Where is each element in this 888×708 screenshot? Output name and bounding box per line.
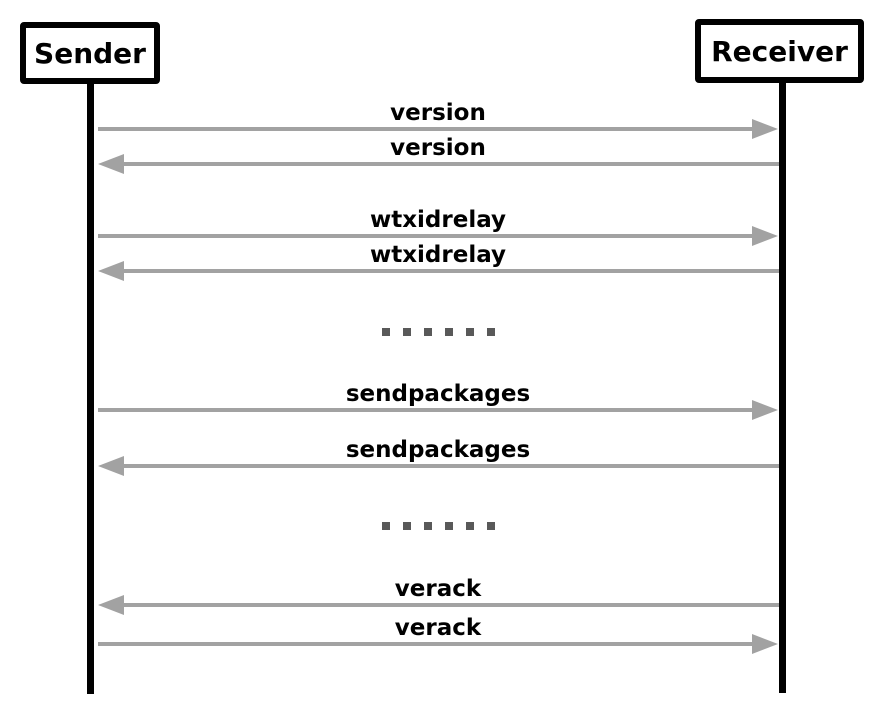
message-arrow-line: [98, 642, 754, 646]
message-label-verack-right: verack: [394, 615, 482, 641]
arrow-right-icon: [752, 400, 778, 420]
actor-sender-label: Sender: [34, 36, 146, 70]
ellipsis-dots: [98, 328, 778, 336]
message-label-sendpackages-left: sendpackages: [345, 437, 531, 463]
dot: [423, 328, 432, 336]
arrow-right-icon: [752, 226, 778, 246]
dot: [465, 522, 474, 530]
message-label-version-right: version: [390, 100, 486, 126]
arrow-left-icon: [98, 261, 124, 281]
receiver-lifeline: [779, 81, 786, 693]
dot: [381, 328, 390, 336]
arrow-right-icon: [752, 119, 778, 139]
dot: [423, 522, 432, 530]
actor-box-sender: Sender: [20, 22, 160, 84]
arrow-left-icon: [98, 595, 124, 615]
dot: [381, 522, 390, 530]
arrow-left-icon: [98, 456, 124, 476]
dot: [465, 328, 474, 336]
arrow-left-icon: [98, 154, 124, 174]
dot: [444, 328, 453, 336]
message-arrow-line: [122, 162, 779, 166]
sender-lifeline: [87, 82, 94, 694]
dot: [486, 522, 495, 530]
message-arrow-line: [98, 234, 754, 238]
message-arrow-line: [98, 127, 754, 131]
dot: [402, 328, 411, 336]
message-label-wtxidrelay-left: wtxidrelay: [369, 242, 507, 268]
message-label-wtxidrelay-right: wtxidrelay: [369, 207, 507, 233]
ellipsis-dots: [98, 522, 778, 530]
actor-receiver-label: Receiver: [711, 34, 848, 68]
message-arrow-line: [122, 269, 779, 273]
message-arrow-line: [122, 603, 779, 607]
message-label-version-left: version: [390, 135, 486, 161]
dot: [402, 522, 411, 530]
message-label-verack-left: verack: [394, 576, 482, 602]
dot: [444, 522, 453, 530]
actor-box-receiver: Receiver: [695, 19, 864, 83]
arrow-right-icon: [752, 634, 778, 654]
message-label-sendpackages-right: sendpackages: [345, 381, 531, 407]
message-arrow-line: [98, 408, 754, 412]
dot: [486, 328, 495, 336]
message-arrow-line: [122, 464, 779, 468]
